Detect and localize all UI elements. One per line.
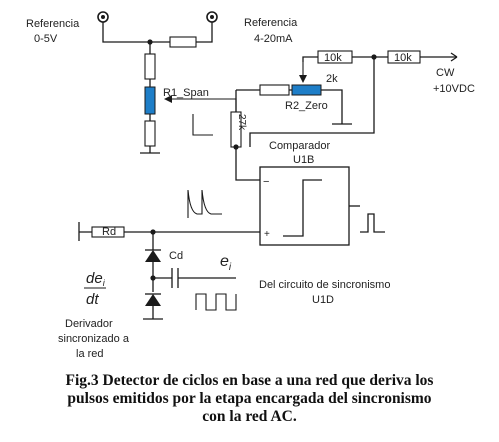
sync-label-1: Del circuito de sincronismo bbox=[259, 279, 390, 291]
cw-wire bbox=[302, 56, 457, 62]
output-pulse bbox=[360, 213, 385, 233]
op-minus-label: − bbox=[263, 176, 269, 188]
rd-label: Rd bbox=[102, 226, 116, 238]
resistor-r2-left bbox=[259, 84, 290, 96]
resistor-top bbox=[144, 53, 156, 80]
junction-27k bbox=[233, 144, 239, 150]
feedback-wire bbox=[249, 57, 375, 147]
comparator-id-label: U1B bbox=[293, 154, 314, 166]
resistor-ref bbox=[169, 36, 197, 48]
derivative-denominator: dt bbox=[86, 291, 99, 308]
wiper-r1-span bbox=[164, 95, 237, 112]
derivator-label-1: Derivador bbox=[65, 318, 113, 330]
resistor-10k-a bbox=[317, 50, 353, 64]
cw-label: CW bbox=[436, 67, 455, 79]
resistor-10k-b bbox=[387, 50, 421, 64]
r-27k-label: 27k bbox=[236, 114, 247, 131]
derivator-label-2: sincronizado a bbox=[58, 333, 130, 345]
comparator-label: Comparador bbox=[269, 140, 330, 152]
cw-arrow bbox=[450, 52, 458, 62]
capacitor-cd bbox=[171, 268, 179, 288]
r2-zero-label: R2_Zero bbox=[285, 100, 328, 112]
ei-label: ei bbox=[220, 253, 232, 273]
caption-line-3: con la red AC. bbox=[202, 408, 297, 425]
comparator-step-symbol bbox=[283, 179, 322, 237]
waveform-derivative bbox=[187, 189, 222, 218]
ref-volt-label-2: 0-5V bbox=[34, 33, 58, 45]
ref-curr-label-1: Referencia bbox=[244, 17, 298, 29]
waveform-square bbox=[195, 293, 237, 311]
diode-bottom bbox=[145, 294, 161, 306]
caption-line-2: pulsos emitidos por la etapa encargada d… bbox=[67, 390, 432, 407]
r-2k-label: 2k bbox=[326, 73, 338, 85]
r1-span-label: R1_Span bbox=[163, 87, 209, 99]
cw-voltage-label: +10VDC bbox=[433, 83, 475, 95]
derivator-label-3: la red bbox=[76, 348, 104, 360]
figure-caption: Fig.3 Detector de ciclos en base a una r… bbox=[0, 372, 499, 426]
ref-volt-label-1: Referencia bbox=[26, 18, 80, 30]
sync-label-2: U1D bbox=[312, 294, 334, 306]
terminal-ref-curr bbox=[206, 11, 218, 23]
diode-top bbox=[145, 250, 161, 262]
potentiometer-r2-zero bbox=[291, 84, 322, 96]
derivative-numerator: dei bbox=[86, 270, 106, 288]
op-plus-label: + bbox=[264, 229, 270, 240]
caption-line-1: Fig.3 Detector de ciclos en base a una r… bbox=[65, 372, 434, 389]
r-10k-a-label: 10k bbox=[324, 52, 342, 64]
comparator-box bbox=[259, 166, 350, 246]
terminal-ref-volt bbox=[97, 11, 109, 23]
r-10k-b-label: 10k bbox=[394, 52, 412, 64]
potentiometer-r1-span bbox=[144, 86, 156, 115]
waveform-step-small bbox=[192, 114, 213, 136]
schematic-svg: Referencia 0-5V Referencia 4-20mA 10k 10… bbox=[26, 11, 475, 360]
r27k-wire bbox=[235, 90, 260, 181]
resistor-rd bbox=[91, 226, 125, 238]
resistor-bottom bbox=[144, 120, 156, 147]
ref-curr-label-2: 4-20mA bbox=[254, 33, 293, 45]
cd-label: Cd bbox=[169, 250, 183, 262]
